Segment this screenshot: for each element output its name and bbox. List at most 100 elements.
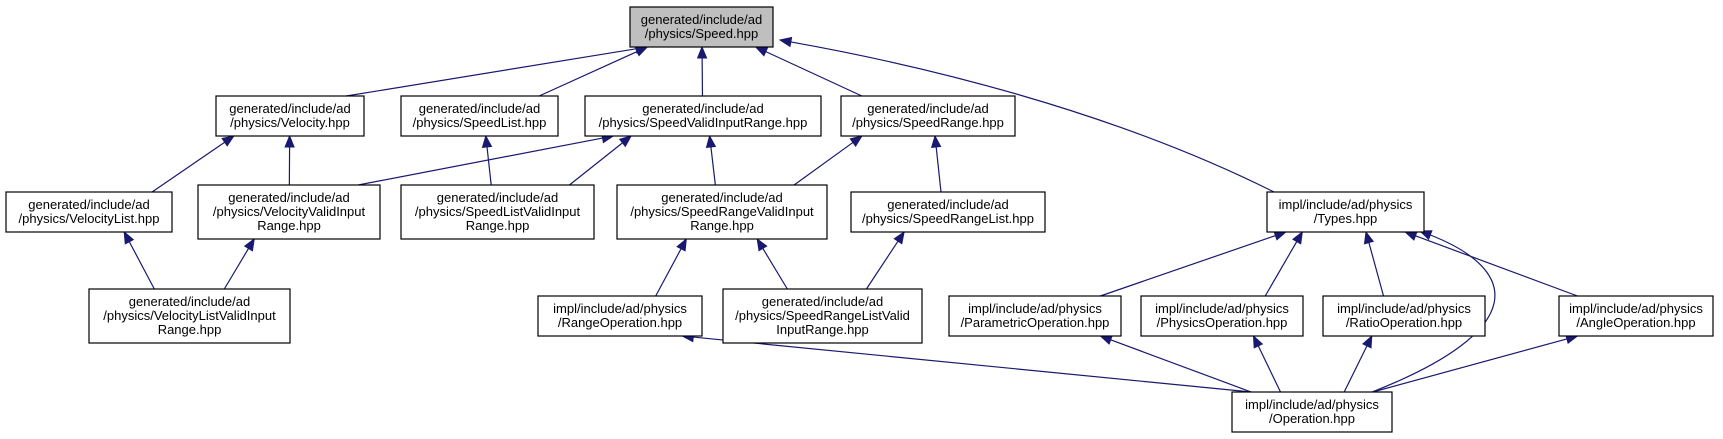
node-velocitylist[interactable]: generated/include/ad/physics/VelocityLis… (5, 191, 173, 233)
edge-line (765, 51, 863, 97)
edge-physicsoperation-to-types (1264, 230, 1303, 297)
node-speedrangelistvalidinputrange[interactable]: generated/include/ad/physics/SpeedRangeL… (722, 288, 923, 344)
node-label-line: /Types.hpp (1314, 211, 1378, 226)
edge-line (1343, 345, 1368, 393)
nodes-layer: generated/include/ad/physics/Speed.hpp ge… (5, 6, 1714, 433)
edge-arrowhead (756, 237, 768, 252)
node-speedrangevalidinputrange[interactable]: generated/include/ad/physics/SpeedRangeV… (616, 184, 828, 240)
node-speed[interactable]: generated/include/ad/physics/Speed.hpp (629, 6, 774, 48)
edge-line (1368, 242, 1385, 297)
edge-line (1264, 241, 1298, 297)
node-box (197, 184, 381, 240)
edge-arrowhead (1292, 230, 1303, 245)
edge-arrowhead (284, 134, 295, 148)
edge-line (1257, 345, 1282, 393)
edge-line (1100, 235, 1276, 297)
node-label-line: generated/include/ad (28, 197, 149, 212)
edge-angleoperation-to-types (1403, 231, 1578, 297)
edge-arrowhead (931, 134, 942, 148)
edge-speedlist-to-speed (538, 46, 649, 97)
node-velocityvalidinputrange[interactable]: generated/include/ad/physics/VelocityVal… (197, 184, 381, 240)
edge-line (486, 146, 492, 186)
node-box (5, 191, 173, 233)
edge-speedrange-to-speed (754, 46, 863, 97)
node-label-line: /ParametricOperation.hpp (961, 315, 1110, 330)
edge-parametricoperation-to-types (1100, 230, 1288, 297)
node-label-line: /physics/SpeedRangeValidInput (630, 204, 814, 219)
node-speedrangelist[interactable]: generated/include/ad/physics/SpeedRangeL… (850, 191, 1046, 233)
edge-rangeoperation-to-speedrangevalidinputrange (655, 237, 687, 297)
node-box (1558, 295, 1714, 337)
edges-layer (123, 36, 1579, 393)
node-physicsoperation[interactable]: impl/include/ad/physics/PhysicsOperation… (1140, 295, 1304, 337)
edge-line (865, 240, 899, 290)
node-box (1231, 391, 1393, 433)
edge-arrowhead (243, 237, 255, 252)
node-label-line: generated/include/ad (867, 101, 988, 116)
node-label-line: impl/include/ad/physics (1155, 301, 1289, 316)
node-box (88, 288, 291, 344)
node-label-line: /AngleOperation.hpp (1576, 315, 1695, 330)
node-label-line: Range.hpp (158, 322, 222, 337)
edge-arrowhead (1252, 334, 1264, 349)
node-box (1266, 191, 1425, 233)
node-velocitylistvalidinputrange[interactable]: generated/include/ad/physics/VelocityLis… (88, 288, 291, 344)
node-speedlistvalidinputrange[interactable]: generated/include/ad/physics/SpeedListVa… (400, 184, 595, 240)
node-speedvalidinputrange[interactable]: generated/include/ad/physics/SpeedValidI… (584, 95, 822, 137)
edge-line (1372, 338, 1568, 393)
edge-speedrangevalidinputrange-to-speedrange (793, 135, 863, 186)
edge-arrowhead (893, 230, 905, 245)
node-label-line: impl/include/ad/physics (1337, 301, 1471, 316)
node-label-line: /physics/SpeedRangeListValid (735, 308, 910, 323)
node-rangeoperation[interactable]: impl/include/ad/physics/RangeOperation.h… (537, 295, 703, 337)
edge-arrowhead (1362, 334, 1373, 349)
edge-line (793, 141, 854, 186)
node-speedrange[interactable]: generated/include/ad/physics/SpeedRange.… (840, 95, 1016, 137)
edge-arrowhead (696, 45, 708, 59)
edge-arrowhead (849, 135, 863, 147)
node-box (616, 184, 828, 240)
node-label-line: /physics/VelocityList.hpp (19, 211, 160, 226)
edge-arrowhead (123, 230, 135, 245)
edge-operation-to-parametricoperation (1099, 335, 1252, 393)
node-operation[interactable]: impl/include/ad/physics/Operation.hpp (1231, 391, 1393, 433)
node-parametricoperation[interactable]: impl/include/ad/physics/ParametricOperat… (948, 295, 1122, 337)
edge-line (569, 142, 623, 186)
node-box (215, 95, 365, 137)
node-label-line: /RangeOperation.hpp (558, 315, 682, 330)
node-label-line: /physics/SpeedList.hpp (413, 115, 547, 130)
node-label-line: /physics/VelocityListValidInput (103, 308, 276, 323)
node-label-line: /physics/SpeedRange.hpp (852, 115, 1004, 130)
node-speedlist[interactable]: generated/include/ad/physics/SpeedList.h… (400, 95, 559, 137)
node-label-line: /physics/SpeedListValidInput (415, 204, 581, 219)
edge-line (710, 146, 716, 186)
node-box (948, 295, 1122, 337)
node-box (722, 288, 923, 344)
node-angleoperation[interactable]: impl/include/ad/physics/AngleOperation.h… (1558, 295, 1714, 337)
edge-line (346, 48, 637, 97)
node-label-line: impl/include/ad/physics (968, 301, 1102, 316)
edge-line (538, 50, 638, 97)
node-label-line: Range.hpp (466, 218, 530, 233)
edge-operation-to-physicsoperation (1252, 334, 1282, 393)
edge-arrowhead (705, 134, 717, 148)
edge-arrowhead (778, 36, 793, 48)
node-ratiooperation[interactable]: impl/include/ad/physics/RatioOperation.h… (1322, 295, 1486, 337)
edge-ratiooperation-to-types (1363, 230, 1385, 297)
node-label-line: /physics/SpeedRangeList.hpp (862, 211, 1034, 226)
node-label-line: impl/include/ad/physics (553, 301, 687, 316)
edge-velocitylistvalidinputrange-to-velocityvalidinputrange (223, 237, 255, 290)
edge-types-to-speed (778, 36, 1275, 193)
node-types[interactable]: impl/include/ad/physics/Types.hpp (1266, 191, 1425, 233)
edge-arrowhead (1403, 231, 1418, 241)
node-label-line: generated/include/ad (437, 190, 558, 205)
edge-arrowhead (754, 46, 769, 57)
edge-line (128, 241, 155, 290)
node-box (1140, 295, 1304, 337)
node-velocity[interactable]: generated/include/ad/physics/Velocity.hp… (215, 95, 365, 137)
node-label-line: Range.hpp (690, 218, 754, 233)
edge-arrowhead (1099, 335, 1113, 345)
node-label-line: generated/include/ad (762, 294, 883, 309)
node-label-line: impl/include/ad/physics (1279, 197, 1413, 212)
edge-line (762, 248, 788, 290)
